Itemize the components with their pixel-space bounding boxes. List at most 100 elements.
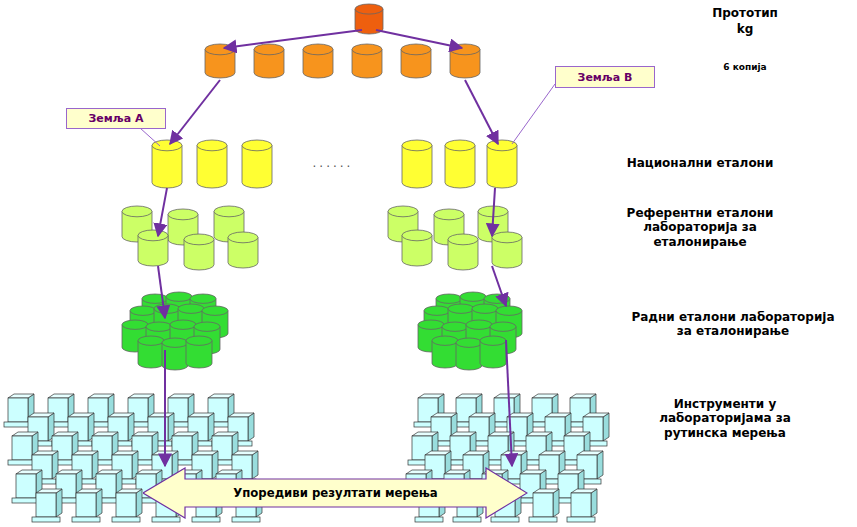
cylinder-top (138, 230, 168, 241)
cylinder-top (194, 322, 220, 331)
monitor-top (172, 432, 198, 436)
monitor-top (56, 470, 82, 474)
cylinder-top (184, 234, 214, 245)
standard-cylinders (122, 4, 522, 370)
cylinder-top (166, 292, 192, 301)
level-label: Прототип (690, 6, 800, 20)
callout-box: Земља А (66, 108, 166, 129)
cylinder-top (152, 140, 182, 151)
cylinder (402, 230, 432, 266)
cylinder (186, 336, 212, 368)
cylinder-top (402, 230, 432, 241)
cylinder (242, 140, 272, 188)
cylinder-top (388, 206, 418, 217)
cylinder-top (303, 44, 333, 55)
monitor-top (501, 451, 527, 455)
monitor-side (56, 489, 62, 517)
cylinder-top (490, 322, 516, 331)
level-label: ...... (298, 156, 368, 170)
cylinder (152, 140, 182, 188)
computer-icon (567, 489, 597, 522)
cylinder (456, 338, 482, 370)
computer-base (112, 517, 140, 522)
cylinder (480, 336, 506, 368)
monitor-side (597, 451, 603, 479)
cylinder-top (472, 304, 498, 313)
cylinder (432, 336, 458, 368)
cylinder-top (242, 140, 272, 151)
computer-base (491, 517, 519, 522)
cylinder (197, 140, 227, 188)
monitor-top (16, 470, 42, 474)
monitor-top (558, 470, 584, 474)
callout-box: Земља В (555, 66, 655, 88)
monitor-front (116, 493, 136, 517)
monitor-front (16, 474, 36, 498)
monitor-top (132, 432, 158, 436)
cylinder-top (254, 44, 284, 55)
monitor-top (526, 432, 552, 436)
cylinder (448, 234, 478, 270)
cylinder-top (154, 304, 180, 313)
double-arrow: Упоредиви резултати мерења (143, 467, 528, 519)
monitor-top (8, 394, 34, 398)
monitor-side (136, 489, 142, 517)
monitor-top (571, 489, 597, 493)
cylinder-top (168, 209, 198, 220)
cylinder-top (170, 320, 196, 329)
level-label: Радни еталони лабораторија за еталонирањ… (622, 310, 844, 339)
monitor-top (494, 394, 520, 398)
cylinder-body (152, 145, 182, 188)
monitor-top (228, 413, 254, 417)
cylinder (228, 232, 258, 268)
monitor-top (533, 489, 559, 493)
monitor-top (48, 394, 74, 398)
monitor-top (72, 451, 98, 455)
cylinder (352, 44, 382, 78)
monitor-top (564, 432, 590, 436)
monitor-top (76, 489, 102, 493)
monitor-front (533, 493, 553, 517)
computer-icon (529, 489, 559, 522)
monitor-top (418, 394, 444, 398)
monitor-side (248, 413, 254, 441)
country-name: Земља В (578, 71, 633, 84)
cylinder-top (442, 322, 468, 331)
leader-lines (140, 84, 555, 146)
monitor-top (412, 432, 438, 436)
monitor-top (406, 470, 432, 474)
monitor-front (571, 493, 591, 517)
cylinder-top (402, 140, 432, 151)
cylinder-top (352, 44, 382, 55)
cylinder (402, 140, 432, 188)
monitor-top (583, 413, 609, 417)
cylinder-top (496, 306, 522, 315)
cylinder-top (432, 336, 458, 345)
cylinder-top (456, 338, 482, 347)
cylinder-top (142, 294, 168, 303)
monitor-top (520, 470, 546, 474)
monitor-front (36, 493, 56, 517)
cylinder-top (130, 306, 156, 315)
cylinder-top (122, 206, 152, 217)
monitor-top (463, 451, 489, 455)
cylinder-top (205, 44, 235, 55)
computer-base (192, 517, 220, 522)
monitor-top (444, 470, 470, 474)
cylinder (254, 44, 284, 78)
cylinder-top (418, 320, 444, 329)
level-label: Национални еталони (600, 156, 800, 170)
cylinder-top (484, 294, 510, 303)
computer-base (567, 517, 595, 522)
cylinder-body (402, 145, 432, 188)
cylinder (184, 234, 214, 270)
cylinder-top (492, 232, 522, 243)
monitor-top (507, 413, 533, 417)
monitor-top (28, 413, 54, 417)
cylinder-top (190, 294, 216, 303)
monitor-front (76, 493, 96, 517)
cylinder (492, 232, 522, 268)
monitor-top (216, 470, 242, 474)
cylinder-top (466, 320, 492, 329)
